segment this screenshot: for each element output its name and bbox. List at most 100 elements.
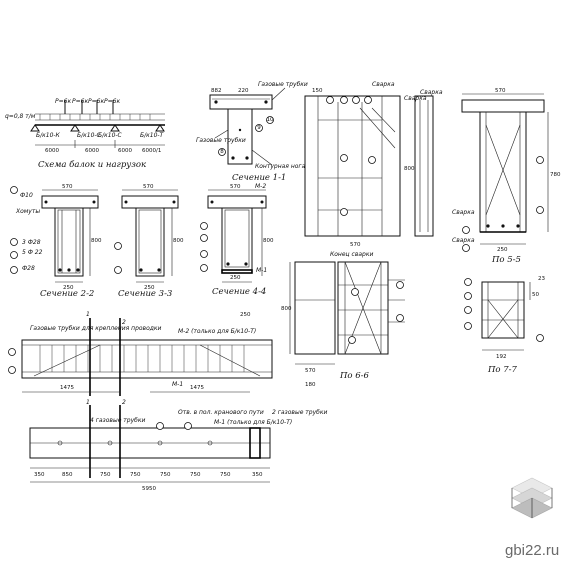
s11-note-3: Контурная нога — [255, 163, 306, 170]
v77-dim-3: 23 — [538, 276, 545, 282]
elev-top-mark-2: 2 — [122, 319, 126, 326]
s22-note-5: Ф28 — [22, 265, 35, 272]
s44-title: Сечение 4-4 — [212, 287, 266, 297]
elev-bot-dim-2: 850 — [62, 472, 73, 478]
elev-bot-total: 5950 — [142, 486, 156, 492]
elev-bot-dim-1: 350 — [34, 472, 45, 478]
s22-title: Сечение 2-2 — [40, 289, 94, 299]
s11-bar-9: 9 — [257, 125, 261, 131]
brand-logo — [511, 477, 553, 519]
elev-top-note-3: М-1 — [172, 381, 183, 388]
s22-base: 250 — [63, 285, 74, 291]
v77-dim-1: 192 — [496, 354, 507, 360]
s22-width: 570 — [62, 184, 73, 190]
v66-dim-1: 570 — [305, 368, 316, 374]
s11-note-1: Газовые трубки — [258, 81, 308, 88]
s22-note-4: 5 Ф 22 — [22, 249, 43, 256]
section-1-1: 882 220 Газовые трубки Газовые трубки Ко… — [196, 81, 308, 183]
view-7-7: 192 50 23 По 7-7 — [464, 276, 545, 375]
beam-mark-3: Б/к10-С — [98, 132, 123, 139]
s22-note-2: Хомуты — [15, 208, 40, 215]
elev-bot-dim-6: 750 — [190, 472, 201, 478]
s11-title: Сечение 1-1 — [232, 173, 286, 183]
s44-mark-m1: М-1 — [256, 267, 267, 274]
elev-bot-note-2: Отв. в пол. кранового пути — [178, 409, 264, 416]
v55-height: 780 — [550, 172, 561, 178]
elevation-top: Газовые трубки для крепления проводки М-… — [8, 311, 273, 396]
load-top-2: Р=6к — [72, 98, 88, 105]
s22-height: 800 — [91, 238, 102, 244]
load-top-1: Р=6к — [55, 98, 71, 105]
s11-note-2: Газовые трубки — [196, 137, 246, 144]
right-dim-1: 150 — [312, 88, 323, 94]
v77-dim-2: 50 — [532, 292, 539, 298]
s33-height: 800 — [173, 238, 184, 244]
elev-top-dim-2: 1475 — [190, 385, 204, 391]
elev-top-dim-3: 250 — [240, 312, 251, 318]
s44-height: 800 — [263, 238, 274, 244]
v55-note-2: Сварка — [452, 209, 475, 216]
beam-load-scheme: q=0,8 т/м Р=6к Р=6к Р=6к Р=6к Б/к10-К Б/… — [5, 98, 165, 170]
elev-top-mark-1: 1 — [86, 311, 90, 318]
load-label: q=0,8 т/м — [5, 113, 36, 120]
s11-bar-8: 8 — [220, 149, 224, 155]
elev-bot-note-3: М-1 (только для Б/к10-Т) — [214, 419, 292, 426]
elev-bot-dim-7: 750 — [220, 472, 231, 478]
s11-bar-10: 10 — [267, 117, 274, 123]
load-top-4: Р=6к — [104, 98, 120, 105]
v66-note: Конец сварки — [330, 251, 373, 258]
span-2: 6000 — [85, 148, 99, 154]
right-dim-3: 570 — [350, 242, 361, 248]
s22-note-1: Ф10 — [20, 192, 33, 199]
view-5-5: 570 780 250 Сварка Сварка Сварка По 5-5 — [420, 88, 561, 265]
load-top-3: Р=6к — [88, 98, 104, 105]
elevation-right-frame: 150 800 570 Сварка Сварка — [304, 81, 434, 248]
elev-bot-mark-2: 2 — [122, 399, 126, 406]
elev-bot-mark-1: 1 — [86, 399, 90, 406]
elev-bot-note-1: 4 газовые трубки — [90, 417, 145, 424]
elevation-bottom: 4 газовые трубки Отв. в пол. кранового п… — [29, 399, 327, 492]
s44-mark-m2: М-2 — [255, 183, 266, 190]
elev-top-note-2: М-2 (только для Б/к10-Т) — [178, 328, 256, 335]
v55-note-1: Сварка — [420, 89, 443, 96]
elev-bot-dim-5: 750 — [160, 472, 171, 478]
s33-base: 250 — [144, 285, 155, 291]
section-3-3: 570 800 250 Сечение 3-3 — [114, 184, 184, 299]
v55-title: По 5-5 — [491, 255, 521, 265]
v66-dim-3: 800 — [281, 306, 292, 312]
s33-title: Сечение 3-3 — [118, 289, 172, 299]
s11-dim-2: 220 — [238, 88, 249, 94]
beam-mark-1: Б/к10-К — [36, 132, 61, 139]
section-4-4: 570 800 250 М-2 М-1 Сечение 4-4 — [200, 183, 274, 297]
v66-dim-2: 180 — [305, 382, 316, 388]
elev-top-note-1: Газовые трубки для крепления проводки — [30, 325, 162, 332]
elev-bot-note-4: 2 газовые трубки — [272, 409, 327, 416]
span-3: 6000 — [118, 148, 132, 154]
span-4: 6000/1 — [142, 148, 161, 154]
right-dim-2: 800 — [404, 166, 415, 172]
brand-site: gbi22.ru — [505, 542, 559, 559]
view-6-6: 570 180 800 Конец сварки По 6-6 — [281, 251, 405, 388]
v55-note-3: Сварка — [452, 237, 475, 244]
elev-bot-dim-8: 350 — [252, 472, 263, 478]
s44-base: 250 — [230, 275, 241, 281]
s22-note-3: 3 Ф28 — [22, 239, 41, 246]
v77-title: По 7-7 — [487, 365, 518, 375]
v55-width: 570 — [495, 88, 506, 94]
s11-dim-1: 882 — [211, 88, 222, 94]
v66-title: По 6-6 — [339, 371, 370, 381]
elev-top-dim-1: 1475 — [60, 385, 74, 391]
right-note-1: Сварка — [372, 81, 395, 88]
span-1: 6000 — [45, 148, 59, 154]
v55-base: 250 — [497, 247, 508, 253]
beam-mark-4: Б/к10-Т — [140, 132, 165, 139]
beam-mark-2: Б/к10-С — [77, 132, 102, 139]
elev-bot-dim-4: 750 — [130, 472, 141, 478]
scheme-title: Схема балок и нагрузок — [38, 159, 147, 170]
s33-width: 570 — [143, 184, 154, 190]
right-note-2: Сварка — [404, 95, 427, 102]
s44-width: 570 — [230, 184, 241, 190]
elev-bot-dim-3: 750 — [100, 472, 111, 478]
section-2-2: 570 800 250 Ф10 Хомуты 3 Ф28 5 Ф 22 Ф28 … — [10, 184, 102, 299]
